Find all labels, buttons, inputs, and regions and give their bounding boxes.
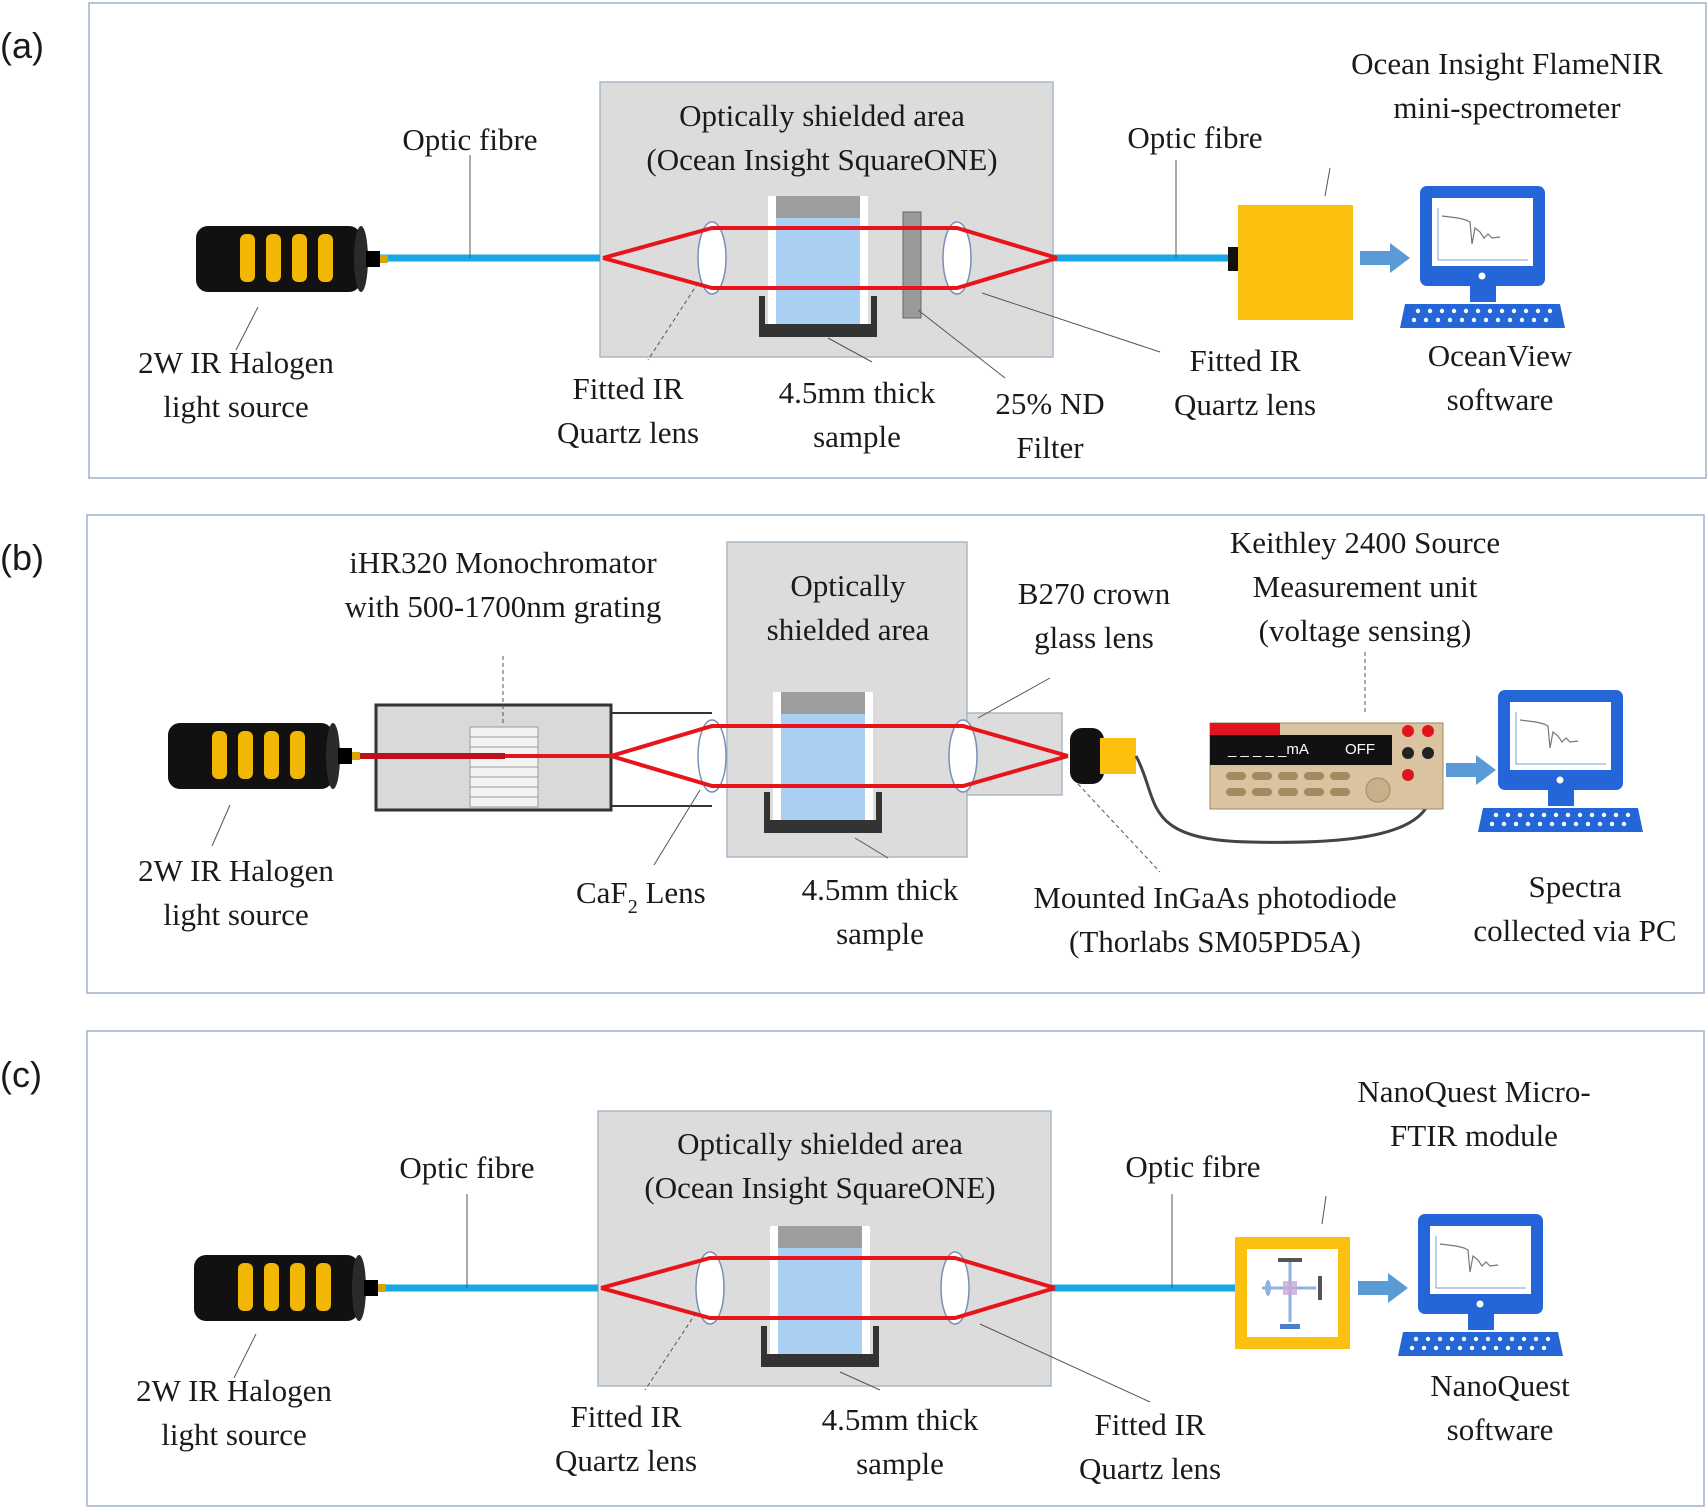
caf2-suffix: Lens (638, 875, 706, 910)
shield-label-2: shielded area (767, 612, 930, 647)
lens-right-label-1: Fitted IR (1094, 1407, 1205, 1442)
photodiode-icon (1070, 728, 1432, 844)
sample-label-1: 4.5mm thick (822, 1402, 979, 1437)
source-label-1: 2W IR Halogen (136, 1373, 332, 1408)
sample-label-2: sample (813, 419, 901, 454)
pc-label-2: collected via PC (1473, 913, 1676, 948)
cuvette-icon (764, 1226, 876, 1366)
sourcemeter-icon: _ _ _ _ _mA OFF (1209, 722, 1444, 810)
lens-left-label-2: Quartz lens (557, 415, 699, 450)
beam (602, 226, 1058, 290)
smu-label-3: (voltage sensing) (1259, 613, 1472, 648)
ftir-label-2: FTIR module (1390, 1118, 1558, 1153)
caf2-main: CaF (576, 875, 628, 910)
panel-label: (c) (0, 1054, 42, 1095)
sample-label-2: sample (856, 1446, 944, 1481)
spectrometer-label-2: mini-spectrometer (1393, 90, 1621, 125)
photodiode-label-1: Mounted InGaAs photodiode (1033, 880, 1396, 915)
lens-left-label-1: Fitted IR (570, 1399, 681, 1434)
shield-label-1: Optically shielded area (677, 1126, 963, 1161)
filter-label-1: 25% ND (995, 386, 1104, 421)
lens-right-label-2: Quartz lens (1079, 1451, 1221, 1486)
smu-label-1: Keithley 2400 Source (1230, 525, 1500, 560)
halogen-lamp-icon (194, 1255, 386, 1321)
shield-label-1: Optically (790, 568, 906, 603)
shield-label-2: (Ocean Insight SquareONE) (644, 1170, 995, 1205)
lens-right-label-2: Quartz lens (1174, 387, 1316, 422)
spectrometer-label-1: Ocean Insight FlameNIR (1351, 46, 1663, 81)
caf2-lens-label: CaF2 Lens (576, 875, 706, 918)
lens-icon (697, 221, 727, 295)
computer-icon (1397, 1213, 1564, 1357)
cuvette-icon (762, 196, 874, 336)
panel-label: (a) (0, 25, 44, 66)
beam (505, 724, 1069, 788)
nd-filter-icon (902, 211, 922, 319)
lens-label-1: B270 crown (1018, 576, 1171, 611)
fibre-left-label: Optic fibre (402, 122, 537, 157)
halogen-lamp-icon (196, 226, 388, 292)
lens-right-label-1: Fitted IR (1189, 343, 1300, 378)
ftir-module-icon (1235, 1237, 1350, 1349)
photodiode-label-2: (Thorlabs SM05PD5A) (1069, 924, 1361, 959)
panel-a: (a) Optic fibre Optically sh (0, 2, 1707, 479)
source-label-2: light source (163, 897, 309, 932)
lens-label-2: glass lens (1034, 620, 1154, 655)
lens-left-label-1: Fitted IR (572, 371, 683, 406)
computer-icon (1477, 689, 1644, 833)
pc-label-1: Spectra (1529, 869, 1622, 904)
leader-lines (211, 652, 1366, 873)
lens-icon (695, 1251, 725, 1325)
software-label-1: NanoQuest (1430, 1368, 1570, 1403)
source-label-2: light source (161, 1417, 307, 1452)
spectrometer-icon (1238, 205, 1353, 320)
panel-b: (b) (0, 514, 1705, 994)
caf2-subscript: 2 (628, 896, 638, 918)
labels: Optic fibre Optically shielded area (Oce… (136, 1074, 1591, 1486)
sample-label-2: sample (836, 916, 924, 951)
monochromator-label-2: with 500-1700nm grating (345, 589, 662, 624)
software-label-2: software (1447, 1412, 1554, 1447)
beam (600, 1256, 1056, 1320)
ftir-label-1: NanoQuest Micro- (1357, 1074, 1590, 1109)
cuvette-icon (767, 692, 879, 832)
fibre-left-label: Optic fibre (399, 1150, 534, 1185)
smu-status: OFF (1345, 741, 1375, 758)
fibre-right-label: Optic fibre (1127, 120, 1262, 155)
software-label-1: OceanView (1428, 338, 1573, 373)
leader-lines (235, 155, 1331, 379)
shield-label-1: Optically shielded area (679, 98, 965, 133)
shield-label-2: (Ocean Insight SquareONE) (646, 142, 997, 177)
smu-label-2: Measurement unit (1253, 569, 1478, 604)
source-label-1: 2W IR Halogen (138, 853, 334, 888)
computer-icon (1399, 185, 1566, 329)
monochromator-label-1: iHR320 Monochromator (349, 545, 657, 580)
panel-c: (c) (0, 1030, 1705, 1507)
software-label-2: software (1447, 382, 1554, 417)
lens-left-label-2: Quartz lens (555, 1443, 697, 1478)
panel-label: (b) (0, 537, 44, 578)
source-label-1: 2W IR Halogen (138, 345, 334, 380)
sample-label-1: 4.5mm thick (802, 872, 959, 907)
halogen-lamp-icon (168, 723, 360, 789)
lens-tube (966, 712, 1063, 796)
filter-label-2: Filter (1016, 430, 1084, 465)
labels: iHR320 Monochromator with 500-1700nm gra… (138, 525, 1676, 959)
sample-label-1: 4.5mm thick (779, 375, 936, 410)
smu-display: _ _ _ _ _mA (1227, 741, 1309, 758)
fibre-right-label: Optic fibre (1125, 1149, 1260, 1184)
labels: Optic fibre Optically shielded area (Oce… (138, 46, 1663, 465)
source-label-2: light source (163, 389, 309, 424)
connector (1228, 247, 1240, 271)
leader-lines (233, 1194, 1327, 1403)
